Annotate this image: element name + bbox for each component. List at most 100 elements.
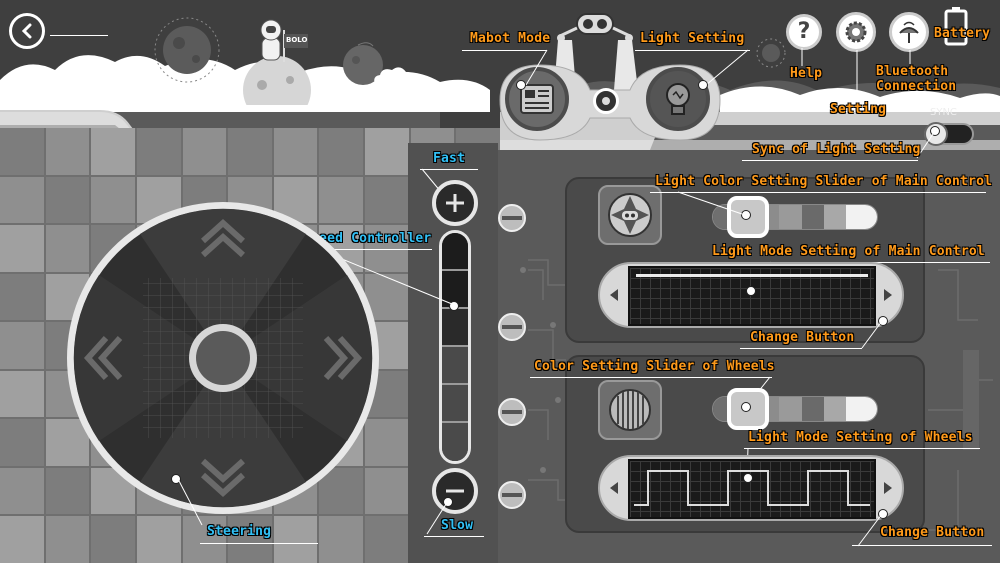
speed-controller-callout: Speed Controller: [303, 231, 432, 246]
lightbulb-icon: [666, 83, 690, 115]
help-leader: [801, 48, 803, 66]
main-mode-callout: Light Mode Setting of Main Control: [712, 244, 985, 259]
main-next-button[interactable]: [878, 276, 898, 314]
steering-marker: [171, 474, 181, 484]
circuit-traces: [520, 259, 993, 531]
sync-label: SYNC: [930, 107, 957, 118]
bluetooth-callout: Bluetooth Connection: [876, 64, 957, 94]
change-button-1-callout-line: [740, 348, 862, 349]
mode-toggle-knob[interactable]: [593, 88, 619, 114]
bluetooth-dish-icon: [899, 21, 919, 43]
light-setting-callout: Light Setting: [640, 31, 745, 46]
moon-flag-text: BOLO: [286, 36, 308, 44]
light-setting-callout-line: [635, 50, 750, 51]
main-control-icon-frame: [598, 185, 662, 245]
moon-astronaut-decoration: [243, 19, 311, 105]
plus-icon: [446, 194, 464, 212]
speed-down-button[interactable]: [432, 468, 478, 514]
speed-segment: [442, 385, 468, 423]
sync-leader: [916, 130, 936, 159]
document-icon: [520, 84, 554, 114]
speed-segment: [442, 423, 468, 461]
slow-marker: [443, 497, 453, 507]
speed-segment: [442, 309, 468, 347]
fast-callout-line: [420, 169, 478, 170]
slow-callout: Slow: [441, 518, 474, 533]
help-button[interactable]: ?: [786, 14, 822, 50]
slow-callout-line: [424, 536, 484, 537]
triangle-right-icon: [884, 482, 892, 494]
main-mode-waveform: [636, 274, 868, 277]
triangle-right-icon: [884, 289, 892, 301]
return-button[interactable]: [9, 13, 45, 49]
steering-joystick[interactable]: [64, 199, 382, 517]
mabot-mode-button[interactable]: [505, 67, 569, 131]
small-planet-decoration: [343, 42, 383, 85]
connector-pin-2: [498, 313, 526, 341]
return-callout-line: [50, 35, 108, 36]
main-mode-display: [628, 266, 876, 326]
wheel-icon-frame: [598, 380, 662, 440]
question-icon: ?: [797, 19, 811, 44]
battery-icon: [944, 7, 968, 46]
wheel-mode-marker: [743, 473, 753, 483]
change-button-2-callout-line: [852, 545, 992, 546]
change-button-2-marker: [878, 509, 888, 519]
main-prev-button[interactable]: [604, 276, 624, 314]
mode-toggle-dot: [602, 97, 610, 105]
sync-callout-line: [742, 160, 918, 161]
main-color-slider-callout-line: [650, 192, 986, 193]
bluetooth-button[interactable]: [889, 12, 929, 52]
change-button-1-marker: [878, 316, 888, 326]
speed-up-button[interactable]: [432, 180, 478, 226]
main-controller-icon: [608, 193, 652, 237]
slow-leader: [426, 500, 449, 535]
tiny-cloud-decoration: [374, 67, 416, 84]
wheel-mode-callout: Light Mode Setting of Wheels: [748, 430, 973, 445]
gear-icon: [845, 21, 867, 43]
setting-callout: Setting: [830, 102, 887, 117]
robot-decoration: [557, 13, 633, 42]
setting-button[interactable]: [836, 12, 876, 52]
wheel-next-button[interactable]: [878, 469, 898, 507]
wheel-mode-waveform: [634, 470, 870, 506]
wheel-mode-display: [628, 459, 876, 519]
steering-leader: [177, 478, 203, 526]
speed-segment: [442, 233, 468, 271]
mabot-mode-leader: [525, 49, 548, 86]
battery-callout: Battery: [934, 26, 991, 41]
back-arrow-icon: [21, 23, 32, 39]
sync-callout: Sync of Light Setting: [752, 142, 921, 157]
steering-callout: Steering: [207, 524, 272, 539]
fast-callout: Fast: [433, 151, 466, 166]
wheel-mode-callout-line: [744, 448, 980, 449]
change-button-2-leader: [857, 513, 883, 547]
change-button-1-callout: Change Button: [750, 330, 855, 345]
light-setting-marker: [698, 80, 708, 90]
main-color-slider[interactable]: [712, 204, 878, 230]
bluetooth-leader: [909, 50, 911, 64]
setting-leader: [856, 50, 858, 100]
change-button-2-callout: Change Button: [880, 525, 985, 540]
wheel-color-slider-callout: Color Setting Slider of Wheels: [534, 359, 775, 374]
triangle-left-icon: [610, 289, 618, 301]
light-setting-button[interactable]: [646, 67, 710, 131]
connector-pin-4: [498, 481, 526, 509]
speed-controller-callout-line: [300, 249, 432, 250]
wheel-prev-button[interactable]: [604, 469, 624, 507]
orbit-planet-decoration: [756, 38, 786, 68]
mabot-mode-callout: Mabot Mode: [470, 31, 551, 46]
wheel-color-slider-callout-line: [530, 377, 772, 378]
mabot-mode-callout-line: [462, 50, 547, 51]
wheel-icon: [609, 389, 651, 431]
main-color-slider-callout: Light Color Setting Slider of Main Contr…: [655, 174, 993, 189]
main-color-slider-marker: [741, 210, 751, 220]
speed-segment: [442, 347, 468, 385]
main-color-slider-leader: [677, 191, 743, 215]
planet-decoration: [154, 17, 220, 83]
help-callout: Help: [790, 66, 823, 81]
speed-track[interactable]: [439, 230, 471, 464]
change-button-1-leader: [861, 320, 883, 349]
connector-pin-1: [498, 204, 526, 232]
connector-pin-3: [498, 398, 526, 426]
